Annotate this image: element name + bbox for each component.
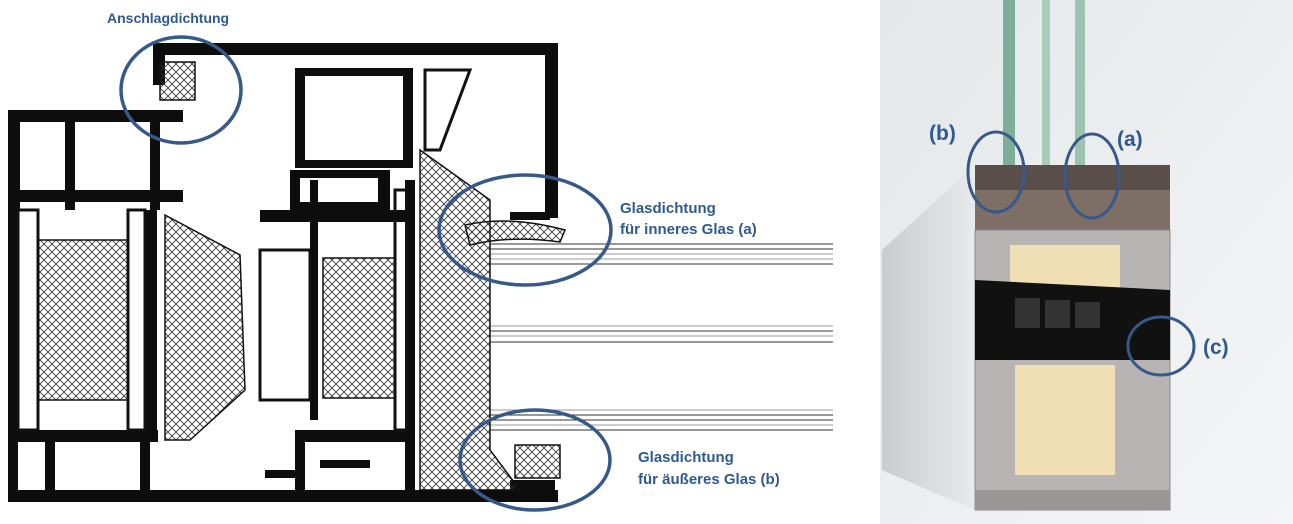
annotation-circles xyxy=(119,35,613,512)
glass-panes xyxy=(490,243,833,431)
circle-c xyxy=(1126,315,1196,377)
circle-inner-glass-seal xyxy=(437,173,613,287)
label-outer-glass-seal-line2: für äußeres Glas (b) xyxy=(638,471,780,488)
profile-photo: (b) (a) (c) xyxy=(880,0,1293,524)
frame-profile xyxy=(8,43,558,502)
circle-outer-glass-seal xyxy=(458,408,612,512)
label-inner-glass-seal-line1: Glasdichtung xyxy=(620,200,716,217)
circle-a xyxy=(1063,132,1121,220)
label-inner-glass-seal-line2: für inneres Glas (a) xyxy=(620,221,757,238)
label-outer-glass-seal-line1: Glasdichtung xyxy=(638,449,734,466)
insulation-lower xyxy=(1015,365,1115,475)
marker-a: (a) xyxy=(1117,128,1143,151)
circle-stop-seal xyxy=(119,35,243,145)
label-stop-seal: Anschlagdichtung xyxy=(107,10,229,26)
glass-panes-photo xyxy=(1003,0,1085,200)
cross-section-drawing: Anschlagdichtung Glasdichtung für innere… xyxy=(8,10,833,512)
thermal-break-chambers xyxy=(16,68,473,432)
marker-c: (c) xyxy=(1203,336,1229,359)
insulation-hatch xyxy=(37,61,567,491)
circle-b xyxy=(966,130,1026,214)
marker-b: (b) xyxy=(929,122,956,145)
